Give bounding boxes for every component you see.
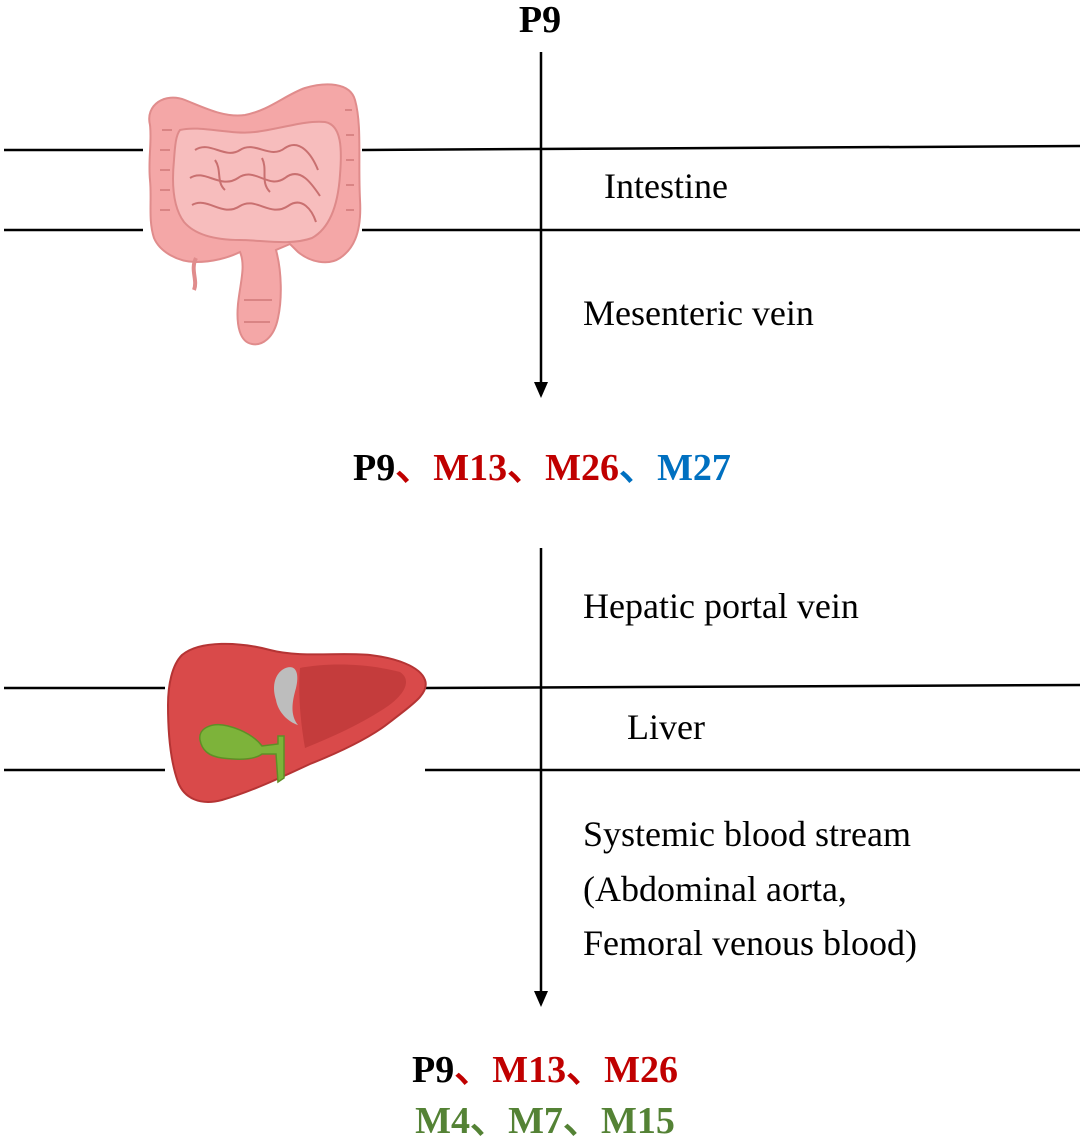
intestine-membrane-top-right — [361, 144, 1081, 152]
compound-m27: M27 — [657, 447, 731, 489]
arrowhead-1 — [534, 382, 548, 398]
compounds-after-liver-row1: P9、M13、M26 — [412, 1049, 678, 1091]
compounds-after-liver-row2: M4、M7、M15 — [415, 1100, 675, 1142]
compound-m15: M15 — [601, 1100, 675, 1142]
compound-m7: M7 — [508, 1100, 563, 1142]
label-hepatic-portal-vein: Hepatic portal vein — [583, 586, 859, 626]
compound-separator: 、 — [507, 447, 545, 489]
label-liver: Liver — [627, 707, 705, 747]
liver-membrane-top-right — [424, 683, 1081, 690]
compound-m4: M4 — [415, 1100, 470, 1142]
top-compound-label: P9 — [519, 0, 561, 41]
compound-separator: 、 — [395, 447, 433, 489]
label-mesenteric-vein: Mesenteric vein — [583, 293, 814, 333]
liver-icon — [166, 642, 427, 803]
compound-separator: 、 — [454, 1049, 492, 1091]
compound-m13: M13 — [433, 447, 507, 489]
compound-separator: 、 — [619, 447, 657, 489]
compound-m26: M26 — [545, 447, 619, 489]
compound-m13: M13 — [492, 1049, 566, 1091]
label-systemic-line1: Systemic blood stream — [583, 814, 911, 854]
compound-separator: 、 — [563, 1100, 601, 1142]
intestine-icon — [148, 83, 362, 346]
compound-separator: 、 — [566, 1049, 604, 1091]
compound-p9: P9 — [412, 1049, 454, 1091]
compound-separator: 、 — [470, 1100, 508, 1142]
label-intestine: Intestine — [604, 166, 728, 206]
compound-p9: P9 — [353, 447, 395, 489]
label-systemic-line3: Femoral venous blood) — [583, 923, 917, 963]
arrowhead-2 — [534, 991, 548, 1007]
compounds-after-intestine: P9、M13、M26、M27 — [353, 447, 731, 489]
label-systemic-line2: (Abdominal aorta, — [583, 869, 847, 909]
compound-m26: M26 — [604, 1049, 678, 1091]
